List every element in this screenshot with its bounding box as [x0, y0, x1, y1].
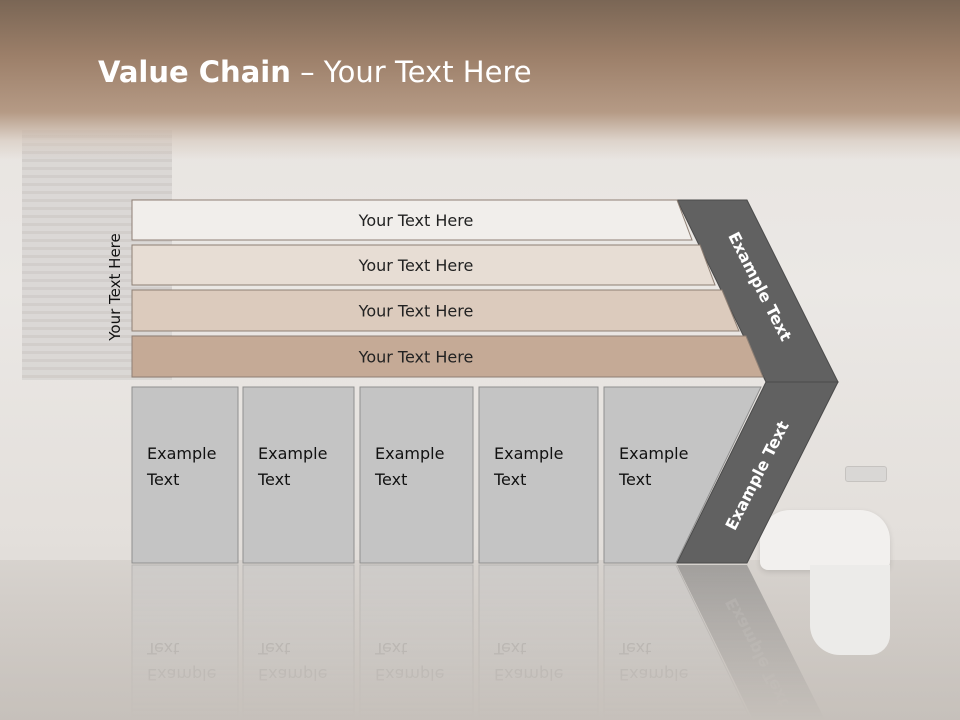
primary-column-4[interactable] [478, 386, 599, 564]
chevron-lower[interactable] [676, 381, 839, 564]
primary-column-label-5[interactable]: Example [619, 444, 688, 463]
reflection-column-label2-5: Text [618, 639, 651, 658]
primary-column-label2-4[interactable]: Text [493, 470, 526, 489]
reflection-column-4 [478, 564, 599, 720]
primary-column-label2-1[interactable]: Text [146, 470, 179, 489]
reflection-column-label-3: Example [375, 665, 444, 684]
reflection-column-5 [603, 564, 752, 720]
reflection-column-1 [131, 564, 239, 720]
primary-column-label-3[interactable]: Example [375, 444, 444, 463]
reflection-column-label-4: Example [494, 665, 563, 684]
reflection-column-label2-3: Text [374, 639, 407, 658]
activity-row-3[interactable] [131, 289, 740, 332]
primary-column-5[interactable] [603, 386, 762, 564]
reflection-column-3 [359, 564, 474, 720]
title-bold: Value Chain [98, 55, 291, 89]
reflection-chevron [677, 565, 825, 720]
title-banner [0, 0, 960, 160]
primary-column-label-2[interactable]: Example [258, 444, 327, 463]
reflection-column-label-5: Example [619, 665, 688, 684]
primary-column-3[interactable] [359, 386, 474, 564]
activity-row-2[interactable] [131, 244, 716, 286]
primary-column-label2-2[interactable]: Text [257, 470, 290, 489]
activity-row-label-1[interactable]: Your Text Here [358, 211, 474, 230]
primary-column-label2-5[interactable]: Text [618, 470, 651, 489]
slide-title[interactable]: Value Chain – Your Text Here [98, 55, 532, 89]
background-toilet-base [810, 565, 890, 655]
activity-row-label-3[interactable]: Your Text Here [358, 302, 474, 321]
reflection-column-label2-1: Text [146, 639, 179, 658]
title-rest: – Your Text Here [290, 55, 532, 89]
reflection-column-2 [242, 564, 355, 720]
activity-row-label-4[interactable]: Your Text Here [358, 348, 474, 367]
primary-column-label-4[interactable]: Example [494, 444, 563, 463]
reflection-column-label-2: Example [258, 665, 327, 684]
primary-column-1[interactable] [131, 386, 239, 564]
background-toilet [760, 510, 890, 570]
primary-column-label-1[interactable]: Example [147, 444, 216, 463]
background-paper-holder [845, 466, 887, 482]
reflection-column-label-1: Example [147, 665, 216, 684]
primary-column-label2-3[interactable]: Text [374, 470, 407, 489]
activity-row-1[interactable] [131, 199, 693, 241]
reflection-column-label2-4: Text [493, 639, 526, 658]
primary-column-2[interactable] [242, 386, 355, 564]
activity-row-4[interactable] [131, 335, 764, 378]
reflection-column-label2-2: Text [257, 639, 290, 658]
activity-row-label-2[interactable]: Your Text Here [358, 256, 474, 275]
